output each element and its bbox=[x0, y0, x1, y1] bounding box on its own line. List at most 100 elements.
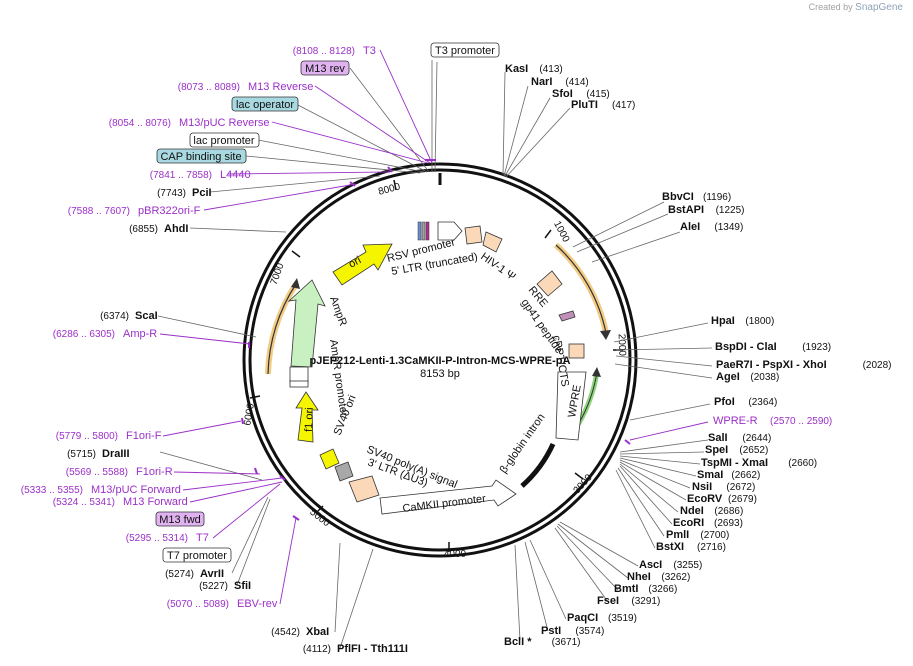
ori-label: ori bbox=[347, 254, 363, 270]
site-pos: (3574) bbox=[575, 626, 604, 637]
site-pos: (2686) bbox=[714, 506, 743, 517]
primer-pos: (2570 .. 2590) bbox=[770, 416, 832, 427]
tick-mark bbox=[249, 395, 261, 399]
site-pos: (2716) bbox=[697, 542, 726, 553]
primer-l4440: L4440 bbox=[220, 169, 251, 181]
primer-pbr322ori-f: pBR322ori-F bbox=[138, 205, 201, 217]
plasmid-length: 8153 bp bbox=[420, 368, 460, 380]
site-pos: (1349) bbox=[714, 222, 743, 233]
site-pos: (5715) bbox=[67, 449, 96, 460]
site-bmti: BmtI bbox=[614, 583, 638, 595]
site-sfii: SfiI bbox=[234, 580, 251, 592]
site-asci: AscI bbox=[639, 559, 662, 571]
site-pos: (1923) bbox=[802, 342, 831, 353]
site-sfoi: SfoI bbox=[552, 88, 573, 100]
tick-label-6000: 6000 bbox=[242, 402, 257, 426]
site-kasi: KasI bbox=[505, 63, 528, 75]
site-pos: (1800) bbox=[745, 316, 774, 327]
site-ndei: NdeI bbox=[680, 505, 704, 517]
site-pos: (3291) bbox=[631, 596, 660, 607]
primers-right: WPRE-R (2570 .. 2590) bbox=[713, 415, 832, 427]
site-pflfi-tth111i: PflFI - Tth111I bbox=[337, 643, 408, 655]
primer-pos: (5779 .. 5800) bbox=[56, 431, 118, 442]
site-ecori: EcoRI bbox=[673, 517, 704, 529]
ampr-label: AmpR bbox=[327, 295, 349, 328]
site-agei: AgeI bbox=[716, 371, 740, 383]
site-pos: (1225) bbox=[716, 205, 745, 216]
m13-rev-label: M13 rev bbox=[305, 63, 345, 75]
site-pmli: PmlI bbox=[666, 529, 689, 541]
primer-pos: (7841 .. 7858) bbox=[150, 170, 212, 181]
tick-label-2000: 2000 bbox=[616, 334, 628, 357]
primer-f1ori-r: F1ori-R bbox=[136, 466, 173, 478]
site-pos: (5274) bbox=[165, 569, 194, 580]
watermark: Created by SnapGene bbox=[809, 2, 903, 13]
site-pfoi: PfoI bbox=[714, 396, 735, 408]
tick-mark bbox=[315, 505, 324, 514]
site-nari: NarI bbox=[531, 76, 552, 88]
primer-pos: (6286 .. 6305) bbox=[53, 329, 115, 340]
primer-amp-r: Amp-R bbox=[123, 328, 157, 340]
wpre-label: WPRE bbox=[566, 384, 584, 419]
site-bstapi: BstAPI bbox=[668, 204, 704, 216]
primer-t7: T7 bbox=[196, 532, 209, 544]
primer-m13-forward: M13 Forward bbox=[123, 496, 188, 508]
site-pos: (3255) bbox=[673, 560, 702, 571]
site-pos: (6374) bbox=[100, 311, 129, 322]
primer-lines bbox=[159, 49, 709, 605]
primer-marks bbox=[241, 159, 631, 521]
boxed-labels: T3 promoter M13 rev lac operator lac pro… bbox=[155, 42, 500, 563]
primer-pos: (8073 .. 8089) bbox=[178, 82, 240, 93]
primer-pos: (7588 .. 7607) bbox=[68, 206, 130, 217]
site-pos: (3266) bbox=[648, 584, 677, 595]
site-spei: SpeI bbox=[705, 444, 728, 456]
amp-promoter-label: AmpR promoter bbox=[327, 339, 350, 418]
primer-wpre-r: WPRE-R bbox=[713, 415, 758, 427]
site-pos: (2679) bbox=[728, 494, 757, 505]
site-bspdi-clai: BspDI - ClaI bbox=[715, 341, 777, 353]
primer-m13-puc-forward: M13/pUC Forward bbox=[91, 484, 181, 496]
primer-pos: (5070 .. 5089) bbox=[167, 599, 229, 610]
site-nhei: NheI bbox=[627, 571, 651, 583]
backbone-outer bbox=[242, 162, 638, 558]
site-avrii: AvrII bbox=[200, 568, 224, 580]
site-pos: (2662) bbox=[731, 470, 760, 481]
cap-binding-site-label: CAP binding site bbox=[160, 151, 241, 163]
hiv-psi-label: HIV-1 Ψ bbox=[478, 251, 517, 284]
site-pos: (3519) bbox=[608, 613, 637, 624]
tick-mark bbox=[393, 179, 397, 191]
site-pos: (7743) bbox=[157, 188, 186, 199]
site-pos: (2700) bbox=[700, 530, 729, 541]
plasmid-name: pJEP212-Lenti-1.3CaMKII-P-Intron-MCS-WPR… bbox=[310, 355, 571, 367]
site-pos: (414) bbox=[565, 77, 588, 88]
site-pos: (2672) bbox=[726, 482, 755, 493]
site-pos: (417) bbox=[612, 100, 635, 111]
site-draiii: DraIII bbox=[102, 448, 130, 460]
primer-f1ori-f: F1ori-F bbox=[126, 430, 162, 442]
site-pos: (2693) bbox=[714, 518, 743, 529]
site-pos: (415) bbox=[586, 89, 609, 100]
site-pos: (4112) bbox=[303, 644, 331, 655]
site-pos: (3262) bbox=[661, 572, 690, 583]
tick-mark bbox=[574, 472, 584, 480]
lac-operator-label: lac operator bbox=[236, 99, 294, 111]
site-tspmi-xmai: TspMI - XmaI bbox=[701, 457, 768, 469]
site-xbai: XbaI bbox=[306, 626, 329, 638]
site-bstxi: BstXI bbox=[656, 541, 684, 553]
site-hpai: HpaI bbox=[711, 315, 735, 327]
site-pos: (2028) bbox=[863, 360, 892, 371]
site-pos: (2652) bbox=[739, 445, 768, 456]
sites-right: KasI(413)NarI(414)SfoI(415)PluTI(417)Bbv… bbox=[504, 63, 892, 648]
site-fsei: FseI bbox=[597, 595, 619, 607]
site-alei: AleI bbox=[680, 221, 700, 233]
tick-label-5000: 5000 bbox=[307, 507, 332, 530]
site-pos: (3671) bbox=[552, 637, 581, 648]
site-pos: (413) bbox=[539, 64, 562, 75]
lac-promoter-label: lac promoter bbox=[193, 135, 254, 147]
primer-m13-puc-reverse: M13/pUC Reverse bbox=[179, 117, 269, 129]
site-pluti: PluTI bbox=[571, 99, 598, 111]
site-ecorv: EcoRV bbox=[687, 493, 723, 505]
site-pos: (6855) bbox=[129, 224, 158, 235]
primer-pos: (5324 .. 5341) bbox=[53, 497, 115, 508]
